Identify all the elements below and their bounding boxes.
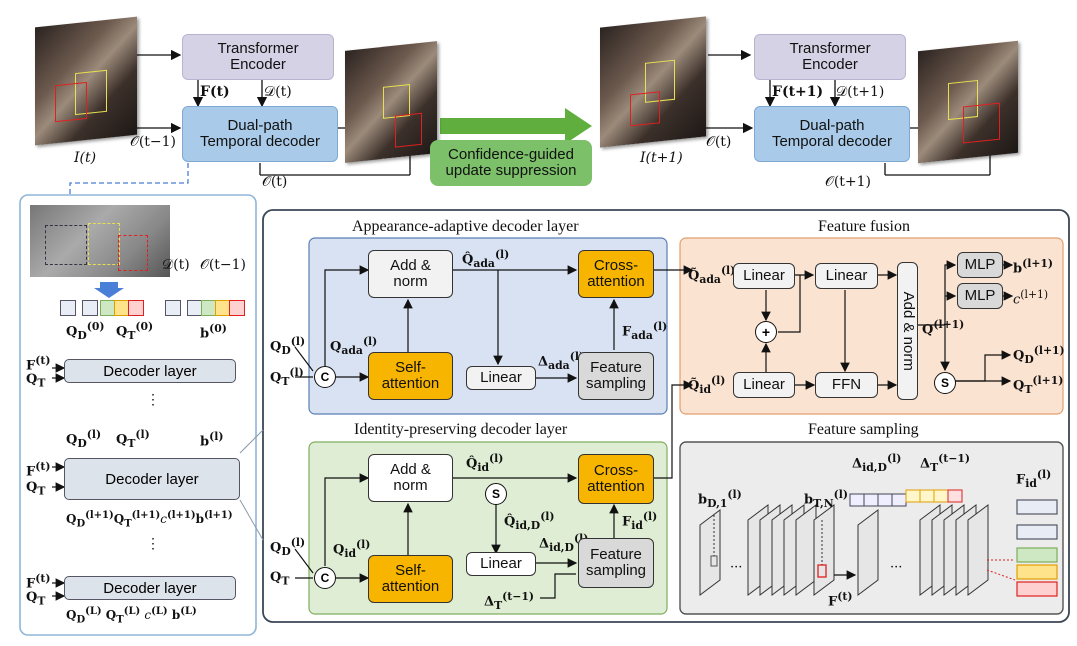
fusion-linear-id[interactable]: Linear — [733, 372, 795, 398]
query-image-overlay — [30, 205, 170, 277]
feature-fusion-title: Feature fusion — [818, 218, 910, 235]
label-O-tm1: 𝒪(t−1) — [130, 134, 177, 150]
app-F-ada: Fada(l) — [622, 320, 668, 342]
label-I-t1: I(t+1) — [640, 150, 683, 166]
left-Ft-2: F(t) — [26, 460, 51, 480]
label-O-t-2: 𝒪(t) — [706, 134, 732, 150]
left-QDl: QD(l) — [66, 428, 102, 450]
id-Q-id: Qid(l) — [333, 538, 371, 560]
self-attention-appearance[interactable]: Self- attention — [368, 352, 453, 400]
fusion-b-next: b(l+1) — [1013, 257, 1054, 277]
left-Ft-1: F(t) — [26, 354, 51, 374]
id-delta-id-D: Δid,D(l) — [539, 532, 588, 554]
transformer-encoder-box-2[interactable]: Transformer Encoder — [754, 34, 906, 80]
frame-image-t-output — [345, 41, 437, 163]
app-QD-l: QD(l) — [270, 335, 306, 357]
self-attention-identity[interactable]: Self- attention — [368, 555, 453, 603]
fusion-add-node: + — [755, 321, 777, 343]
fusion-QT-next: QT(l+1) — [1013, 374, 1064, 396]
left-QD0: QD(0) — [66, 320, 105, 342]
dual-path-decoder-box-2[interactable]: Dual-path Temporal decoder — [754, 106, 910, 162]
fusion-Q-next: Q(l+1) — [922, 318, 965, 338]
add-norm-identity[interactable]: Add & norm — [368, 454, 453, 502]
cross-attention-appearance[interactable]: Cross- attention — [578, 250, 654, 298]
sampling-F-t: F(t) — [828, 590, 853, 610]
left-QT0: QT(0) — [116, 320, 154, 342]
concat-node-appearance: C — [314, 366, 336, 388]
app-Q-ada: Qada(l) — [330, 335, 378, 357]
left-ellipsis-2: ⋮ — [146, 536, 160, 552]
fusion-mlp-cls[interactable]: MLP — [957, 283, 1003, 309]
left-final-outputs: QD(L) QT(L) c(L) b(L) — [66, 606, 197, 626]
feature-sampling-identity[interactable]: Feature sampling — [578, 538, 654, 588]
track-query-cubes — [165, 300, 245, 316]
left-Ft-3: F(t) — [26, 572, 51, 592]
left-label-D-t: 𝒟(t) — [162, 257, 190, 273]
frame-image-t — [35, 16, 137, 146]
id-Qhat-id: Q̂id(l) — [466, 452, 504, 474]
label-D-t1: 𝒟(t+1) — [836, 84, 885, 100]
left-QT-3: QT — [26, 590, 46, 608]
label-I-t: I(t) — [74, 150, 97, 166]
fusion-linear-2[interactable]: Linear — [815, 263, 878, 289]
dual-path-decoder-box[interactable]: Dual-path Temporal decoder — [182, 106, 338, 162]
fusion-Q-id-in: Q̃id(l) — [688, 374, 726, 396]
fusion-Q-ada-in: Q̃ada(l) — [688, 264, 736, 286]
app-Qhat-ada: Q̂ada(l) — [462, 248, 510, 270]
fusion-QD-next: QD(l+1) — [1013, 344, 1065, 366]
fusion-split-node: S — [934, 372, 956, 394]
linear-identity[interactable]: Linear — [466, 552, 536, 576]
id-delta-T-prev: ΔT(t−1) — [484, 590, 535, 612]
sampling-dots-1: ··· — [730, 560, 743, 575]
sampling-b-TN: bT,N(l) — [804, 488, 849, 510]
sampling-delta-id-D: Δid,D(l) — [852, 452, 902, 474]
linear-appearance[interactable]: Linear — [466, 366, 536, 390]
sampling-b-D1: bD,1(l) — [698, 488, 742, 510]
left-QT-1: QT — [26, 372, 46, 390]
id-F-id: Fid(l) — [622, 510, 658, 532]
label-D-t: 𝒟(t) — [264, 84, 292, 100]
left-b0: b(0) — [200, 322, 227, 342]
left-QTl: QT(l) — [116, 428, 150, 450]
left-ellipsis-1: ⋮ — [146, 392, 160, 408]
concat-node-identity: C — [314, 567, 336, 589]
label-O-t: 𝒪(t) — [262, 174, 288, 190]
fusion-add-norm[interactable]: Add & norm — [897, 262, 918, 400]
detection-query-cubes — [60, 300, 154, 316]
id-QD-l: QD(l) — [270, 536, 306, 558]
decoder-layer-1[interactable]: Decoder layer — [64, 359, 236, 383]
add-norm-appearance[interactable]: Add & norm — [368, 250, 453, 298]
left-next-outputs: QD(l+1)QT(l+1)c(l+1)b(l+1) — [66, 510, 233, 530]
fusion-ffn[interactable]: FFN — [815, 372, 878, 398]
label-O-t1: 𝒪(t+1) — [825, 174, 872, 190]
label-F-t1: F(t+1) — [772, 84, 824, 100]
identity-preserving-title: Identity-preserving decoder layer — [354, 421, 568, 438]
frame-image-t1-output — [918, 40, 1018, 164]
confidence-guided-suppression-box[interactable]: Confidence-guided update suppression — [430, 140, 592, 186]
fusion-c-next: c(l+1) — [1013, 288, 1049, 308]
cross-attention-identity[interactable]: Cross- attention — [578, 454, 654, 504]
feature-sampling-title: Feature sampling — [808, 421, 919, 438]
left-QT-2: QT — [26, 480, 46, 498]
fusion-linear-ada[interactable]: Linear — [733, 263, 795, 289]
sampling-F-id: Fid(l) — [1016, 468, 1052, 490]
sampling-delta-T-prev: ΔT(t−1) — [920, 452, 971, 474]
transformer-encoder-box[interactable]: Transformer Encoder — [182, 34, 334, 80]
fusion-mlp-box[interactable]: MLP — [957, 252, 1003, 278]
left-label-O-tm1: 𝒪(t−1) — [200, 257, 247, 273]
feature-sampling-appearance[interactable]: Feature sampling — [578, 352, 654, 400]
sampling-dots-2: ··· — [890, 560, 903, 575]
decoder-layer-l[interactable]: Decoder layer — [64, 458, 240, 500]
label-F-t: F(t) — [200, 84, 230, 100]
app-QT-l: QT(l) — [270, 366, 304, 388]
appearance-adaptive-title: Appearance-adaptive decoder layer — [352, 218, 579, 235]
split-node-identity: S — [485, 483, 507, 505]
frame-image-t1 — [600, 16, 706, 148]
id-QT: QT — [270, 570, 290, 588]
decoder-layer-L[interactable]: Decoder layer — [64, 576, 236, 600]
id-Qhat-id-D: Q̂id,D(l) — [504, 510, 555, 532]
left-bl: b(l) — [200, 430, 224, 450]
